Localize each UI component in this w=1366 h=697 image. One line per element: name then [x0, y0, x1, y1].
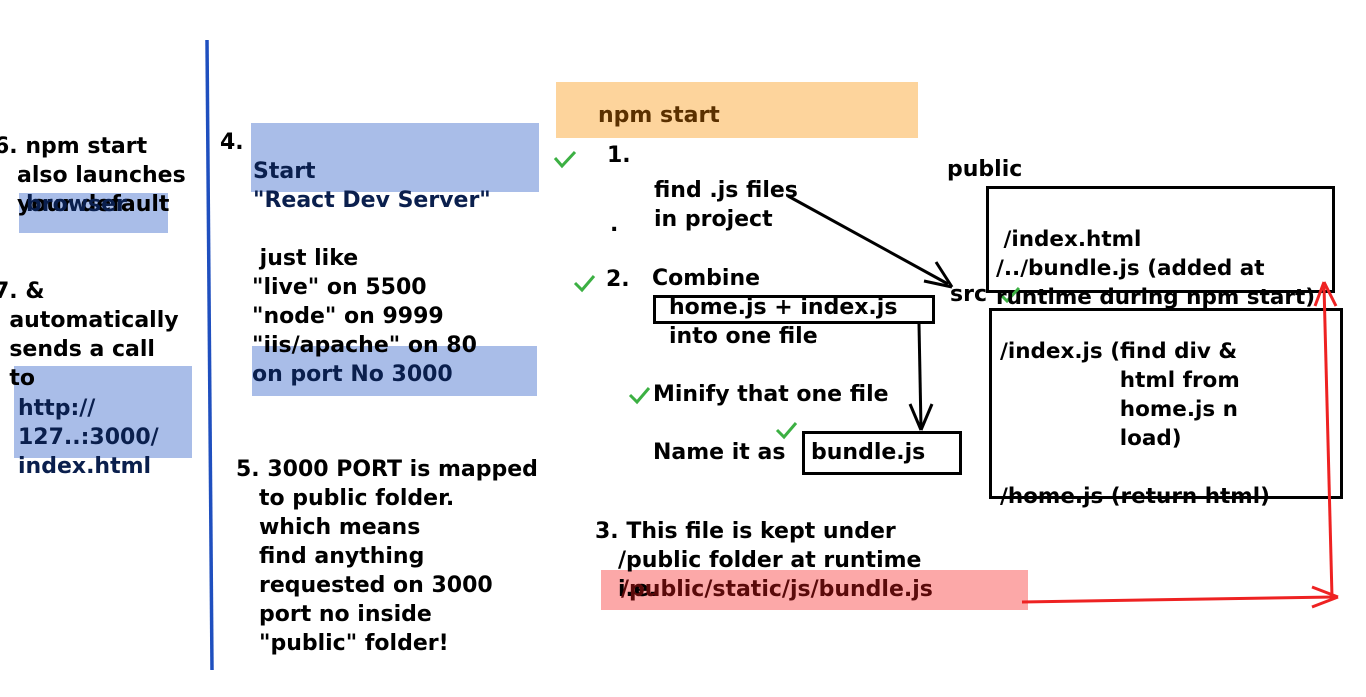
src-line [1000, 453, 1270, 482]
check-icon [998, 286, 1021, 304]
step5-text: 5. 3000 PORT is mapped to public folder.… [236, 426, 538, 658]
port-highlight [252, 346, 537, 396]
red-arrow-horizontal [1021, 595, 1335, 604]
red-arrow-horizontal-head [1311, 585, 1339, 609]
react-dev-server-highlight [251, 123, 539, 192]
url-highlight [14, 366, 192, 458]
minify-text: Minify that one file [653, 382, 889, 407]
step3-text: 3. This file is kept under /public folde… [595, 488, 921, 604]
like-line: "iis/apache" on 80 [252, 333, 477, 358]
like-line: just like [252, 246, 359, 271]
public-line: /index.html [996, 227, 1142, 252]
step2-combine: Combine [652, 266, 761, 291]
src-line: html from [1000, 368, 1240, 393]
src-folder-label: src [950, 282, 987, 307]
step5-line: which means [236, 515, 421, 540]
browser-highlight [19, 193, 168, 233]
arrow-find-to-src-head [923, 261, 954, 289]
arrow-combine-to-bundle [917, 323, 923, 429]
public-path-label: /public/static/js/bundle.js [621, 577, 933, 602]
url-line: 127..:3000/ [18, 425, 159, 450]
step6-line: your default [0, 192, 170, 217]
step2-files: home.js + index.js [669, 295, 898, 320]
arrow-find-to-src [787, 194, 949, 286]
react-dev-server-label: Start "React Dev Server" [253, 128, 491, 215]
step6-text: 6. npm start also launches your default [0, 103, 186, 219]
check-icon [573, 275, 596, 293]
step2-number: 2. [606, 267, 630, 292]
src-folder-contents: /index.js (find div & html from home.js … [1000, 308, 1270, 511]
step3-line: i.e. [595, 577, 658, 602]
step4-number: 4. [220, 130, 244, 155]
src-folder-box [989, 308, 1343, 499]
step1-text: find .js files in project [654, 147, 798, 234]
step7-line: to [9, 366, 35, 391]
public-folder-label: public [947, 157, 1023, 182]
dot: . [610, 212, 619, 237]
url-line: index.html [18, 454, 152, 479]
step5-line: to public folder. [236, 486, 455, 511]
step7-line: 7. & [0, 279, 45, 304]
like-line: "node" on 9999 [252, 304, 444, 329]
src-line: home.js n [1000, 397, 1238, 422]
step1-line: find .js files [654, 178, 798, 203]
react-dev-server-line: "React Dev Server" [253, 188, 491, 213]
src-line: load) [1000, 426, 1182, 451]
step6-line: also launches [0, 163, 186, 188]
npm-start-title: npm start [598, 103, 720, 128]
step5-line: find anything [236, 544, 425, 569]
step5-line: 5. 3000 PORT is mapped [236, 457, 538, 482]
public-line: /../bundle.js (added at [996, 256, 1265, 281]
check-icon [553, 150, 577, 169]
like-servers-text: just like "live" on 5500 "node" on 9999 "ii… [252, 215, 477, 360]
public-folder-box [986, 186, 1335, 293]
bundle-label: bundle.js [811, 440, 926, 465]
step3-line: /public folder at runtime [595, 548, 922, 573]
url-line: http:// [18, 396, 96, 421]
step5-line: port no inside [236, 602, 432, 627]
step5-line: requested on 3000 [236, 573, 493, 598]
public-line: runtime during npm start) [996, 285, 1316, 310]
step7-line: automatically [0, 308, 179, 333]
check-icon [628, 387, 651, 405]
bundle-box [802, 431, 962, 475]
public-folder-contents: /index.html /../bundle.js (added at runtim… [996, 196, 1315, 312]
divider-line [205, 39, 214, 671]
check-icon [775, 422, 798, 440]
public-path-highlight [601, 570, 1028, 610]
combine-files-box [653, 295, 935, 324]
port-label: on port No 3000 [252, 362, 453, 387]
step2-into: into one file [669, 324, 818, 349]
localhost-url: http:// 127..:3000/index.html [18, 365, 159, 481]
src-line: /home.js (return html) [1000, 484, 1270, 509]
name-it-text: Name it as [653, 440, 786, 465]
step7-line: sends a call [0, 337, 155, 362]
red-arrow-vertical-head [1313, 281, 1338, 307]
like-line: "live" on 5500 [252, 275, 427, 300]
step1-line: in project [654, 207, 773, 232]
react-dev-server-line: Start [253, 159, 316, 184]
red-arrow-vertical [1322, 285, 1334, 598]
step6-line: 6. npm start [0, 134, 148, 159]
step7-text: 7. & automatically sends a call to [0, 248, 179, 393]
step5-line: "public" folder! [236, 631, 449, 656]
step1-number: 1. [607, 143, 631, 168]
arrow-combine-to-bundle-head [908, 403, 934, 431]
npm-start-highlight [556, 82, 918, 138]
step3-line: 3. This file is kept under [595, 519, 896, 544]
browser-label: browser [26, 192, 127, 217]
src-line: /index.js (find div & [1000, 339, 1238, 364]
